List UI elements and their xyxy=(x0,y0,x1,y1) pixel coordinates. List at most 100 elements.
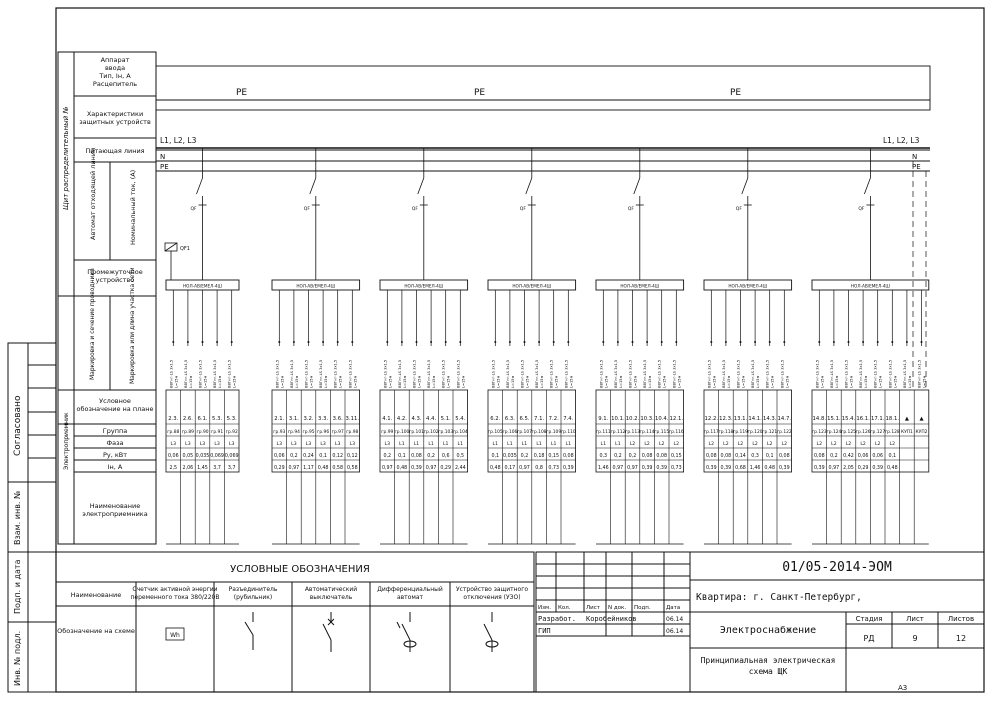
cable-length: L=15м xyxy=(403,375,407,388)
power-value: 0,1 xyxy=(766,453,774,459)
cable-mark: ВВГнг-LS 3x1,5 xyxy=(550,360,554,388)
phase-value: L1 xyxy=(458,441,464,447)
symbol-number: 16.1. xyxy=(856,416,870,422)
cable-length: L=15м xyxy=(648,375,652,388)
phase-value: L3 xyxy=(350,441,356,447)
symbol-number: 7.1. xyxy=(534,416,544,422)
feeder-code: QF xyxy=(520,206,527,212)
current-value: 1,46 xyxy=(750,465,761,471)
symbol-number: 7.4. xyxy=(563,416,573,422)
circuit-node xyxy=(538,341,541,343)
current-value: 0,48 xyxy=(490,465,501,471)
cable-length: L=15м xyxy=(418,375,422,388)
current-value: 1,17 xyxy=(303,465,314,471)
group-number: гр.110 xyxy=(561,429,576,435)
distribution-block xyxy=(379,279,469,291)
circuit-node xyxy=(783,341,786,343)
symbol-number: 3.1. xyxy=(289,416,299,422)
phase-value: L3 xyxy=(214,441,220,447)
cable-length: L=15м xyxy=(189,375,193,388)
phase-value: L1 xyxy=(507,441,513,447)
circuit-node xyxy=(278,341,281,343)
distribution-block xyxy=(487,279,577,291)
current-value: 0,39 xyxy=(779,465,790,471)
phase-value: L2 xyxy=(752,441,758,447)
cable-length: L=15м xyxy=(850,375,854,388)
cable-mark: ВВГнг-LS 3x1,5 xyxy=(290,360,294,388)
current-value: 0,39 xyxy=(563,465,574,471)
phase-value: L2 xyxy=(890,441,896,447)
current-value: 2,5 xyxy=(169,465,177,471)
power-value: 0,2 xyxy=(521,453,529,459)
phase-value: L2 xyxy=(659,441,665,447)
doc-section: Электроснабжение xyxy=(720,624,816,636)
circuit-node xyxy=(891,341,894,343)
power-value: 0,2 xyxy=(629,453,637,459)
group-number: гр.115 xyxy=(654,429,669,435)
phase-value: L1 xyxy=(443,441,449,447)
cable-mark: ВВГнг-LS 3x1,5 xyxy=(845,360,849,388)
symbol-number: 4.1. xyxy=(382,416,392,422)
cable-length: L=15м xyxy=(339,375,343,388)
current-value: 0,97 xyxy=(519,465,530,471)
inv-original-label: Инв. № подл. xyxy=(13,631,22,686)
symbol-number: 10.2. xyxy=(626,416,640,422)
symbol-number: ▲ xyxy=(905,416,910,422)
cable-mark: ВВГнг-LS 3x1,5 xyxy=(383,360,387,388)
cable-length: L=15м xyxy=(496,375,500,388)
power-value: 0,1 xyxy=(319,453,327,459)
feeder-breaker-contact xyxy=(741,177,749,195)
cable-mark: ВВГнг-LS 3x1,5 xyxy=(918,360,922,388)
phase-value: L2 xyxy=(644,441,650,447)
symbol-number: 5.1. xyxy=(441,416,451,422)
cable-length: L=15м xyxy=(864,375,868,388)
phase-value: L1 xyxy=(566,441,572,447)
symbol-number: 13.1. xyxy=(734,416,748,422)
bus-pe-left: PE xyxy=(160,163,169,171)
current-value: 0,17 xyxy=(505,465,516,471)
cable-length: L=15м xyxy=(677,375,681,388)
feeder-code: QF xyxy=(412,206,419,212)
cable-length: L=15м xyxy=(820,375,824,388)
symbol-number: 15.4. xyxy=(842,416,856,422)
group-number: гр.89 xyxy=(182,429,194,435)
current-value: 0,48 xyxy=(764,465,775,471)
person-1-role: Разработ. xyxy=(538,615,576,623)
bus-lines-right: L1, L2, L3 xyxy=(883,136,920,145)
format-label: А3 xyxy=(898,684,907,692)
circuit-node xyxy=(567,341,570,343)
cable-mark: ВВГнг-LS 3x1,5 xyxy=(599,360,603,388)
distribution-block-type: НОЛ-АВ/ЕМЕЛ-4Ш xyxy=(620,284,659,289)
group-number: гр.126 xyxy=(856,429,871,435)
cable-length: L=15м xyxy=(634,375,638,388)
phase-value: L3 xyxy=(291,441,297,447)
phase-value: L1 xyxy=(536,441,542,447)
phase-value: L1 xyxy=(428,441,434,447)
power-value: 0,1 xyxy=(398,453,406,459)
phase-value: L1 xyxy=(399,441,405,447)
doc-code: 01/05-2014-ЭОМ xyxy=(782,560,892,575)
power-value: 0,15 xyxy=(548,453,559,459)
cable-length: L=15м xyxy=(280,375,284,388)
doc-drawing-line2: схема ЩК xyxy=(749,667,788,676)
sign-date-label: Подп. и дата xyxy=(13,559,22,614)
power-value: 0,08 xyxy=(656,453,667,459)
breaker-group-label: Автомат отходящей линии xyxy=(89,148,97,240)
bus-lines xyxy=(156,147,930,172)
power-value: 0,24 xyxy=(303,453,314,459)
cable-length: L=15м xyxy=(174,375,178,388)
circuit-node xyxy=(292,341,295,343)
circuit-node xyxy=(351,341,354,343)
cable-mark: ВВГнг-LS 3x1,5 xyxy=(319,360,323,388)
distribution-block xyxy=(271,279,361,291)
sheet-value: 9 xyxy=(912,634,917,643)
symbol-number: 3.2. xyxy=(303,416,313,422)
distribution-block-type: НОЛ-АВ/ЕМЕЛ-4Ш xyxy=(404,284,443,289)
cable-length: L=15м xyxy=(540,375,544,388)
current-value: 0,39 xyxy=(706,465,717,471)
circuit-node xyxy=(675,341,678,343)
current-value: 0,97 xyxy=(613,465,624,471)
